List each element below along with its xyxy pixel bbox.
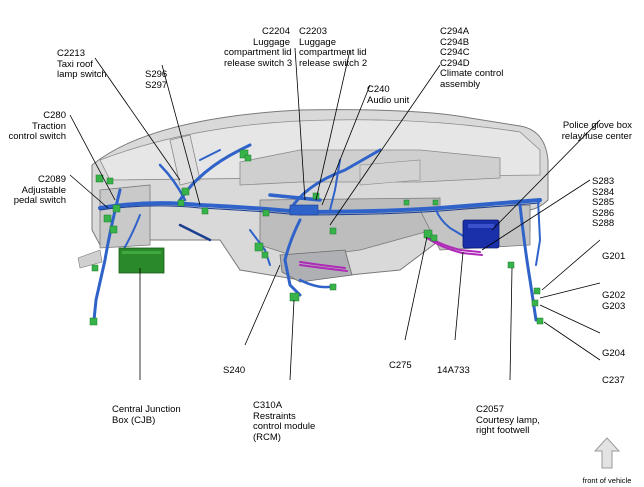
front-of-vehicle-label: front of vehicle: [582, 476, 632, 485]
wire-14a733: [299, 234, 483, 272]
label-s240: S240: [223, 365, 246, 376]
audio-unit-module: [289, 204, 319, 216]
modules: [118, 204, 500, 274]
label-14a733: 14A733: [437, 365, 470, 376]
label-c275: C275: [389, 360, 412, 371]
wiring-harness: [92, 143, 542, 322]
label-c237: C237: [602, 375, 625, 386]
label-g201: G201: [602, 251, 626, 262]
connectors: [89, 149, 544, 326]
up-arrow-icon: [593, 437, 621, 469]
front-of-vehicle-indicator: front of vehicle: [574, 437, 640, 485]
label-g204: G204: [602, 348, 626, 359]
leader-lines: [69, 47, 601, 381]
